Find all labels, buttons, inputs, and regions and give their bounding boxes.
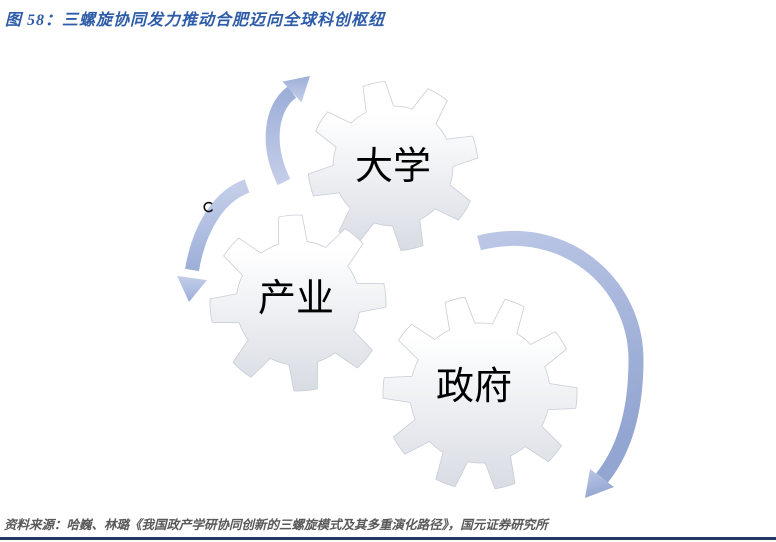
- arrowhead-down-icon: [177, 275, 207, 302]
- figure-title: 图 58：三螺旋协同发力推动合肥迈向全球科创枢纽: [5, 12, 386, 29]
- arrowhead-up-icon: [282, 76, 310, 103]
- arrow-industry-to-university: [265, 76, 310, 186]
- gear-shape: [382, 296, 578, 490]
- gear-industry: 产业: [209, 214, 387, 392]
- stray-mark: [203, 201, 214, 213]
- arrowhead-cycle-icon: [585, 469, 614, 498]
- gear-government: 政府: [382, 296, 578, 490]
- arrow-government-cycle: [477, 231, 644, 498]
- gear-label-industry: 产业: [258, 278, 334, 320]
- gear-label-university: 大学: [355, 146, 431, 188]
- figure-source: 资料来源：哈巍、林璐《我国政产学研协同创新的三螺旋模式及其多重演化路径》，国元证…: [4, 518, 548, 532]
- gear-shape: [307, 80, 479, 252]
- gear-university: 大学: [307, 80, 479, 252]
- gear-shape: [209, 214, 387, 392]
- bottom-rule: [0, 537, 776, 540]
- gear-label-government: 政府: [436, 366, 512, 408]
- arrow-university-to-industry: [177, 179, 250, 302]
